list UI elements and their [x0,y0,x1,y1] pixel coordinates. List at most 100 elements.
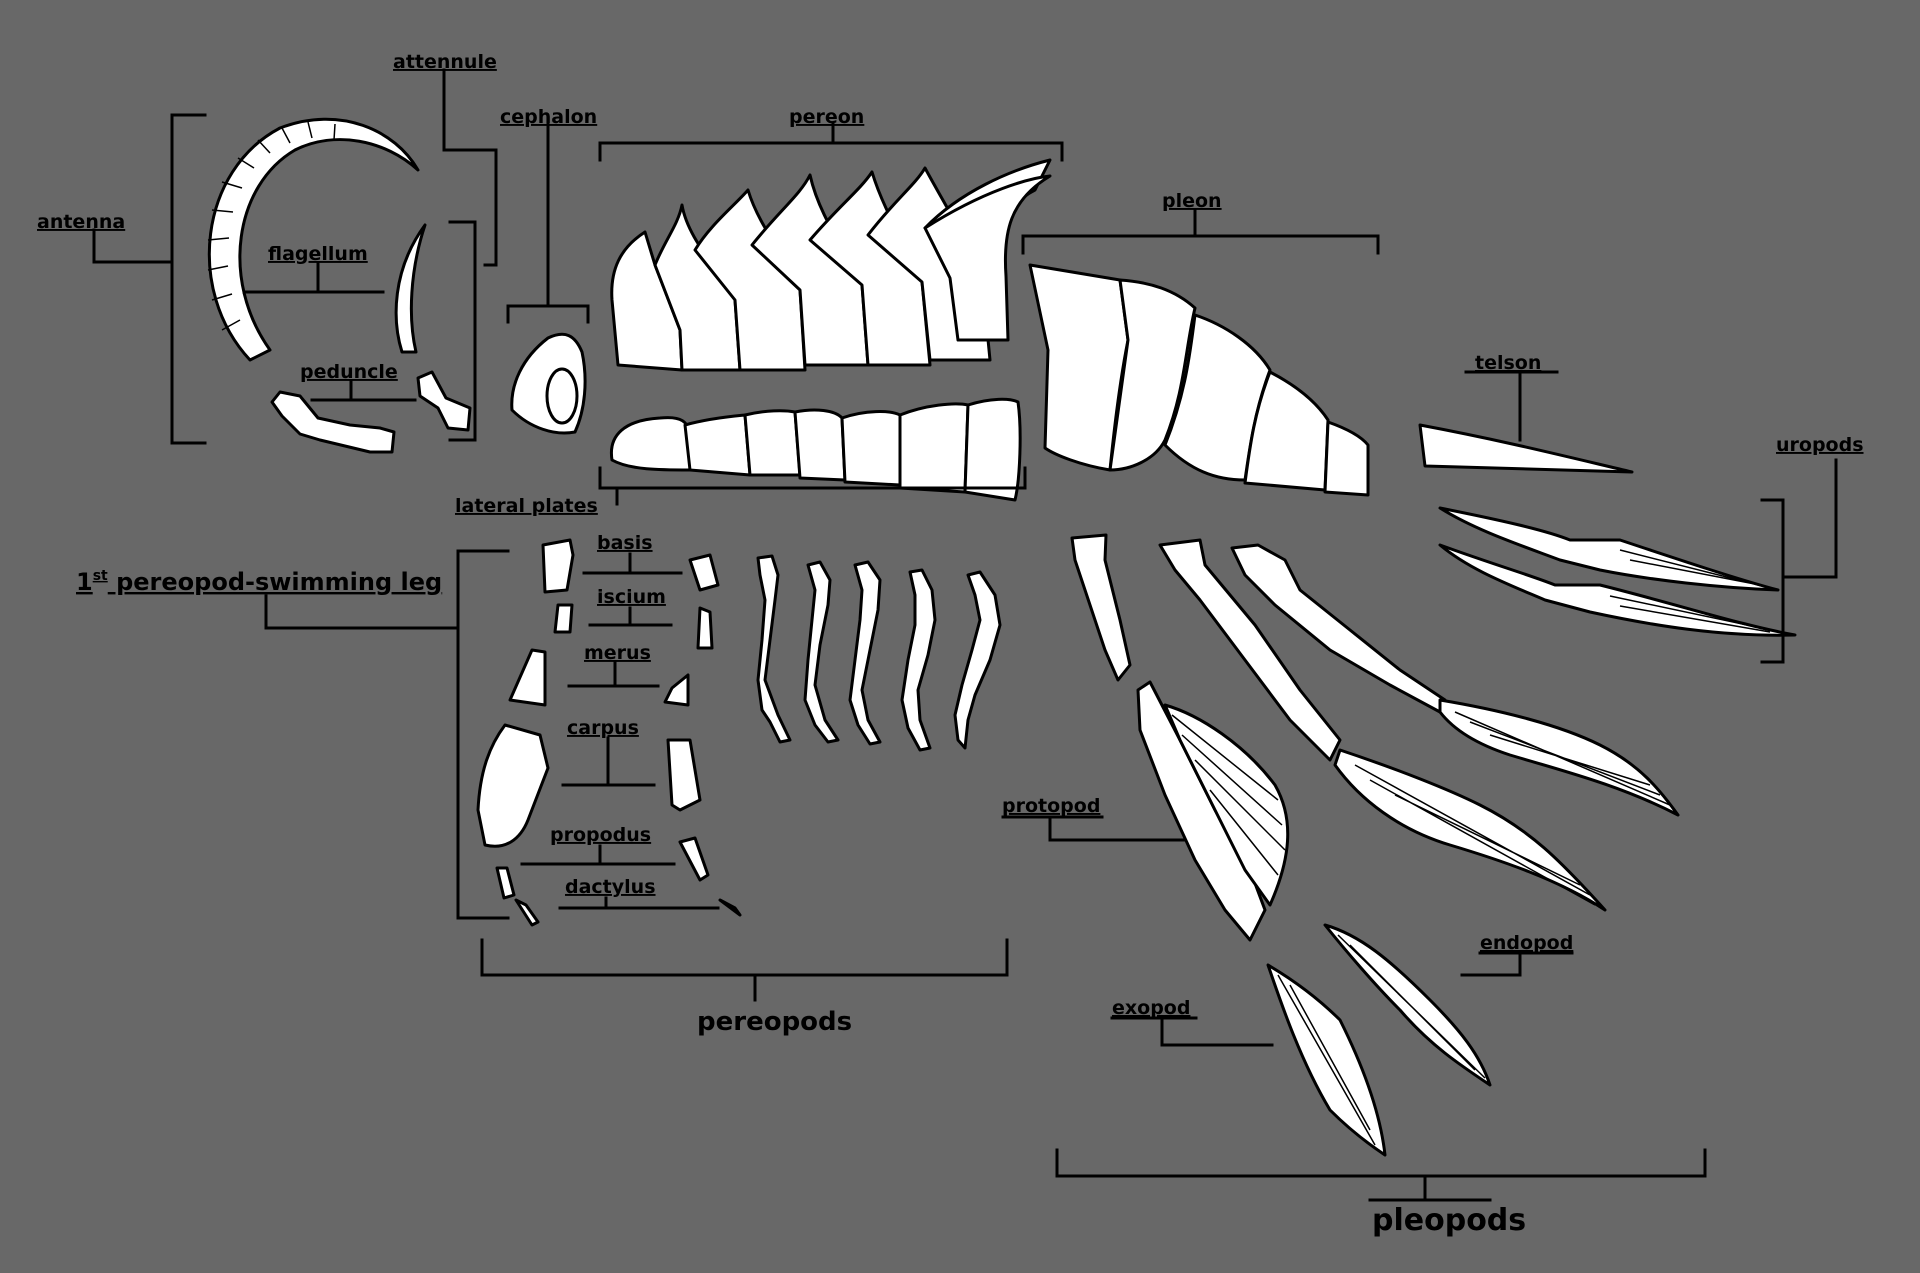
antenna-flagellum-shape [207,117,420,362]
basis-leader [582,552,683,575]
pleopod-setae-fan-2 [1163,703,1290,907]
exopod-leader [1110,1016,1274,1047]
flagellum-leader [242,262,385,294]
label-pleopods: pleopods [1372,1203,1526,1238]
antenna-segments [207,121,336,331]
pleopod-setae-lines-2 [1171,714,1286,876]
lateral-plate-3 [743,409,802,477]
merus-left [508,648,547,707]
pleon-segment-5 [1323,420,1370,497]
pleopods-bracket [1055,1148,1707,1202]
label-cephalon: cephalon [500,106,597,128]
label-telson: telson [1475,352,1541,374]
pereopod-leg-1 [756,554,792,744]
label-attennule: attennule [393,51,497,73]
label-uropods: uropods [1776,434,1864,456]
merus-leader [567,660,660,688]
pereopod-leg-3 [848,560,882,746]
endopod-leader [1460,951,1574,977]
merus-right [663,673,690,707]
label-pereon: pereon [789,106,864,128]
pleopod-protopod-3 [1158,538,1342,762]
dactylus-right [718,898,742,917]
lateral-plate-7 [963,397,1022,502]
pereon-bracket [598,122,1064,162]
labels: attennule cephalon pereon pleon antenna … [37,51,1864,1238]
label-first-pereopod: 1st pereopod-swimming leg [76,568,442,596]
carpus-left [476,723,550,848]
label-peduncle: peduncle [300,361,398,383]
attennule-leader [442,68,498,267]
pleopod-protopod-1 [1070,533,1132,682]
pleon-segment-4 [1243,370,1330,492]
lateral-plates-bracket [598,466,1027,506]
propodus-right [678,836,710,882]
label-propodus: propodus [550,824,651,846]
basis-left [541,538,575,594]
uropod-setae [1609,549,1786,634]
antennule-peduncle-shape [416,370,472,432]
cephalon-bracket [506,122,590,324]
iscium-leader [588,606,673,627]
basis-right [688,553,720,592]
lateral-plate-5 [840,410,902,487]
lateral-plate-2 [683,413,752,477]
first-pereopod-group [264,538,742,927]
first-pereopod-sup: st [93,568,108,584]
telson-shape [1418,423,1634,474]
dactylus-left [514,898,540,927]
pleopods-group [1001,533,1707,1202]
iscium-left [553,603,574,634]
protopod-leader [1001,815,1187,842]
exopod-endopod-setae [1277,934,1486,1146]
cephalon-eye [545,367,579,425]
label-basis: basis [597,532,653,554]
pleon-segment-3 [1163,313,1272,482]
endopod-shape [1323,923,1492,1087]
antenna-peduncle-shape [270,390,396,454]
telson-leader [1464,370,1559,442]
first-pereopod-bracket [264,549,510,920]
label-iscium: iscium [597,586,666,608]
pereon-group [598,122,1064,506]
lateral-plate-6 [898,402,970,494]
label-protopod: protopod [1002,795,1100,817]
label-pereopods: pereopods [697,1007,852,1037]
pleon-segment-2 [1108,278,1197,472]
first-pereopod-rest: pereopod-swimming leg [108,568,442,596]
label-antenna: antenna [37,211,125,233]
pereopod-leg-4 [900,568,937,752]
pleopod-setae-fan-3 [1333,748,1607,912]
lateral-plate-4 [793,408,847,482]
propodus-leader [520,844,676,866]
pereopod-leg-2 [803,560,840,744]
first-pereopod-num: 1 [76,568,93,596]
pleon-group [1021,208,1838,664]
label-merus: merus [584,642,651,664]
label-carpus: carpus [567,717,639,739]
peduncle-leader [310,380,417,402]
carpus-right [666,738,702,812]
pereon-segment-8 [923,174,1052,342]
pleopod-setae-lines-4 [1454,711,1671,806]
label-endopod: endopod [1480,932,1573,954]
uropod-upper [1438,506,1780,592]
label-exopod: exopod [1112,997,1190,1019]
label-flagellum: flagellum [268,243,368,265]
antennule-flagellum-shape [394,223,427,354]
label-pleon: pleon [1162,190,1222,212]
pereopods-bracket [480,938,1009,1002]
label-lateral-plates: lateral plates [455,495,598,517]
label-dactylus: dactylus [565,876,656,898]
antenna-bracket [92,113,207,445]
pereopod-leg-5 [953,570,1002,750]
pereopods-group [480,554,1009,1002]
uropod-lower [1438,543,1797,637]
antennule-bracket [448,220,477,442]
dactylus-leader [558,896,720,910]
iscium-right [696,606,714,650]
pleopod-setae-lines-3 [1354,764,1596,906]
pleon-bracket [1021,208,1380,255]
carpus-leader [561,736,656,787]
